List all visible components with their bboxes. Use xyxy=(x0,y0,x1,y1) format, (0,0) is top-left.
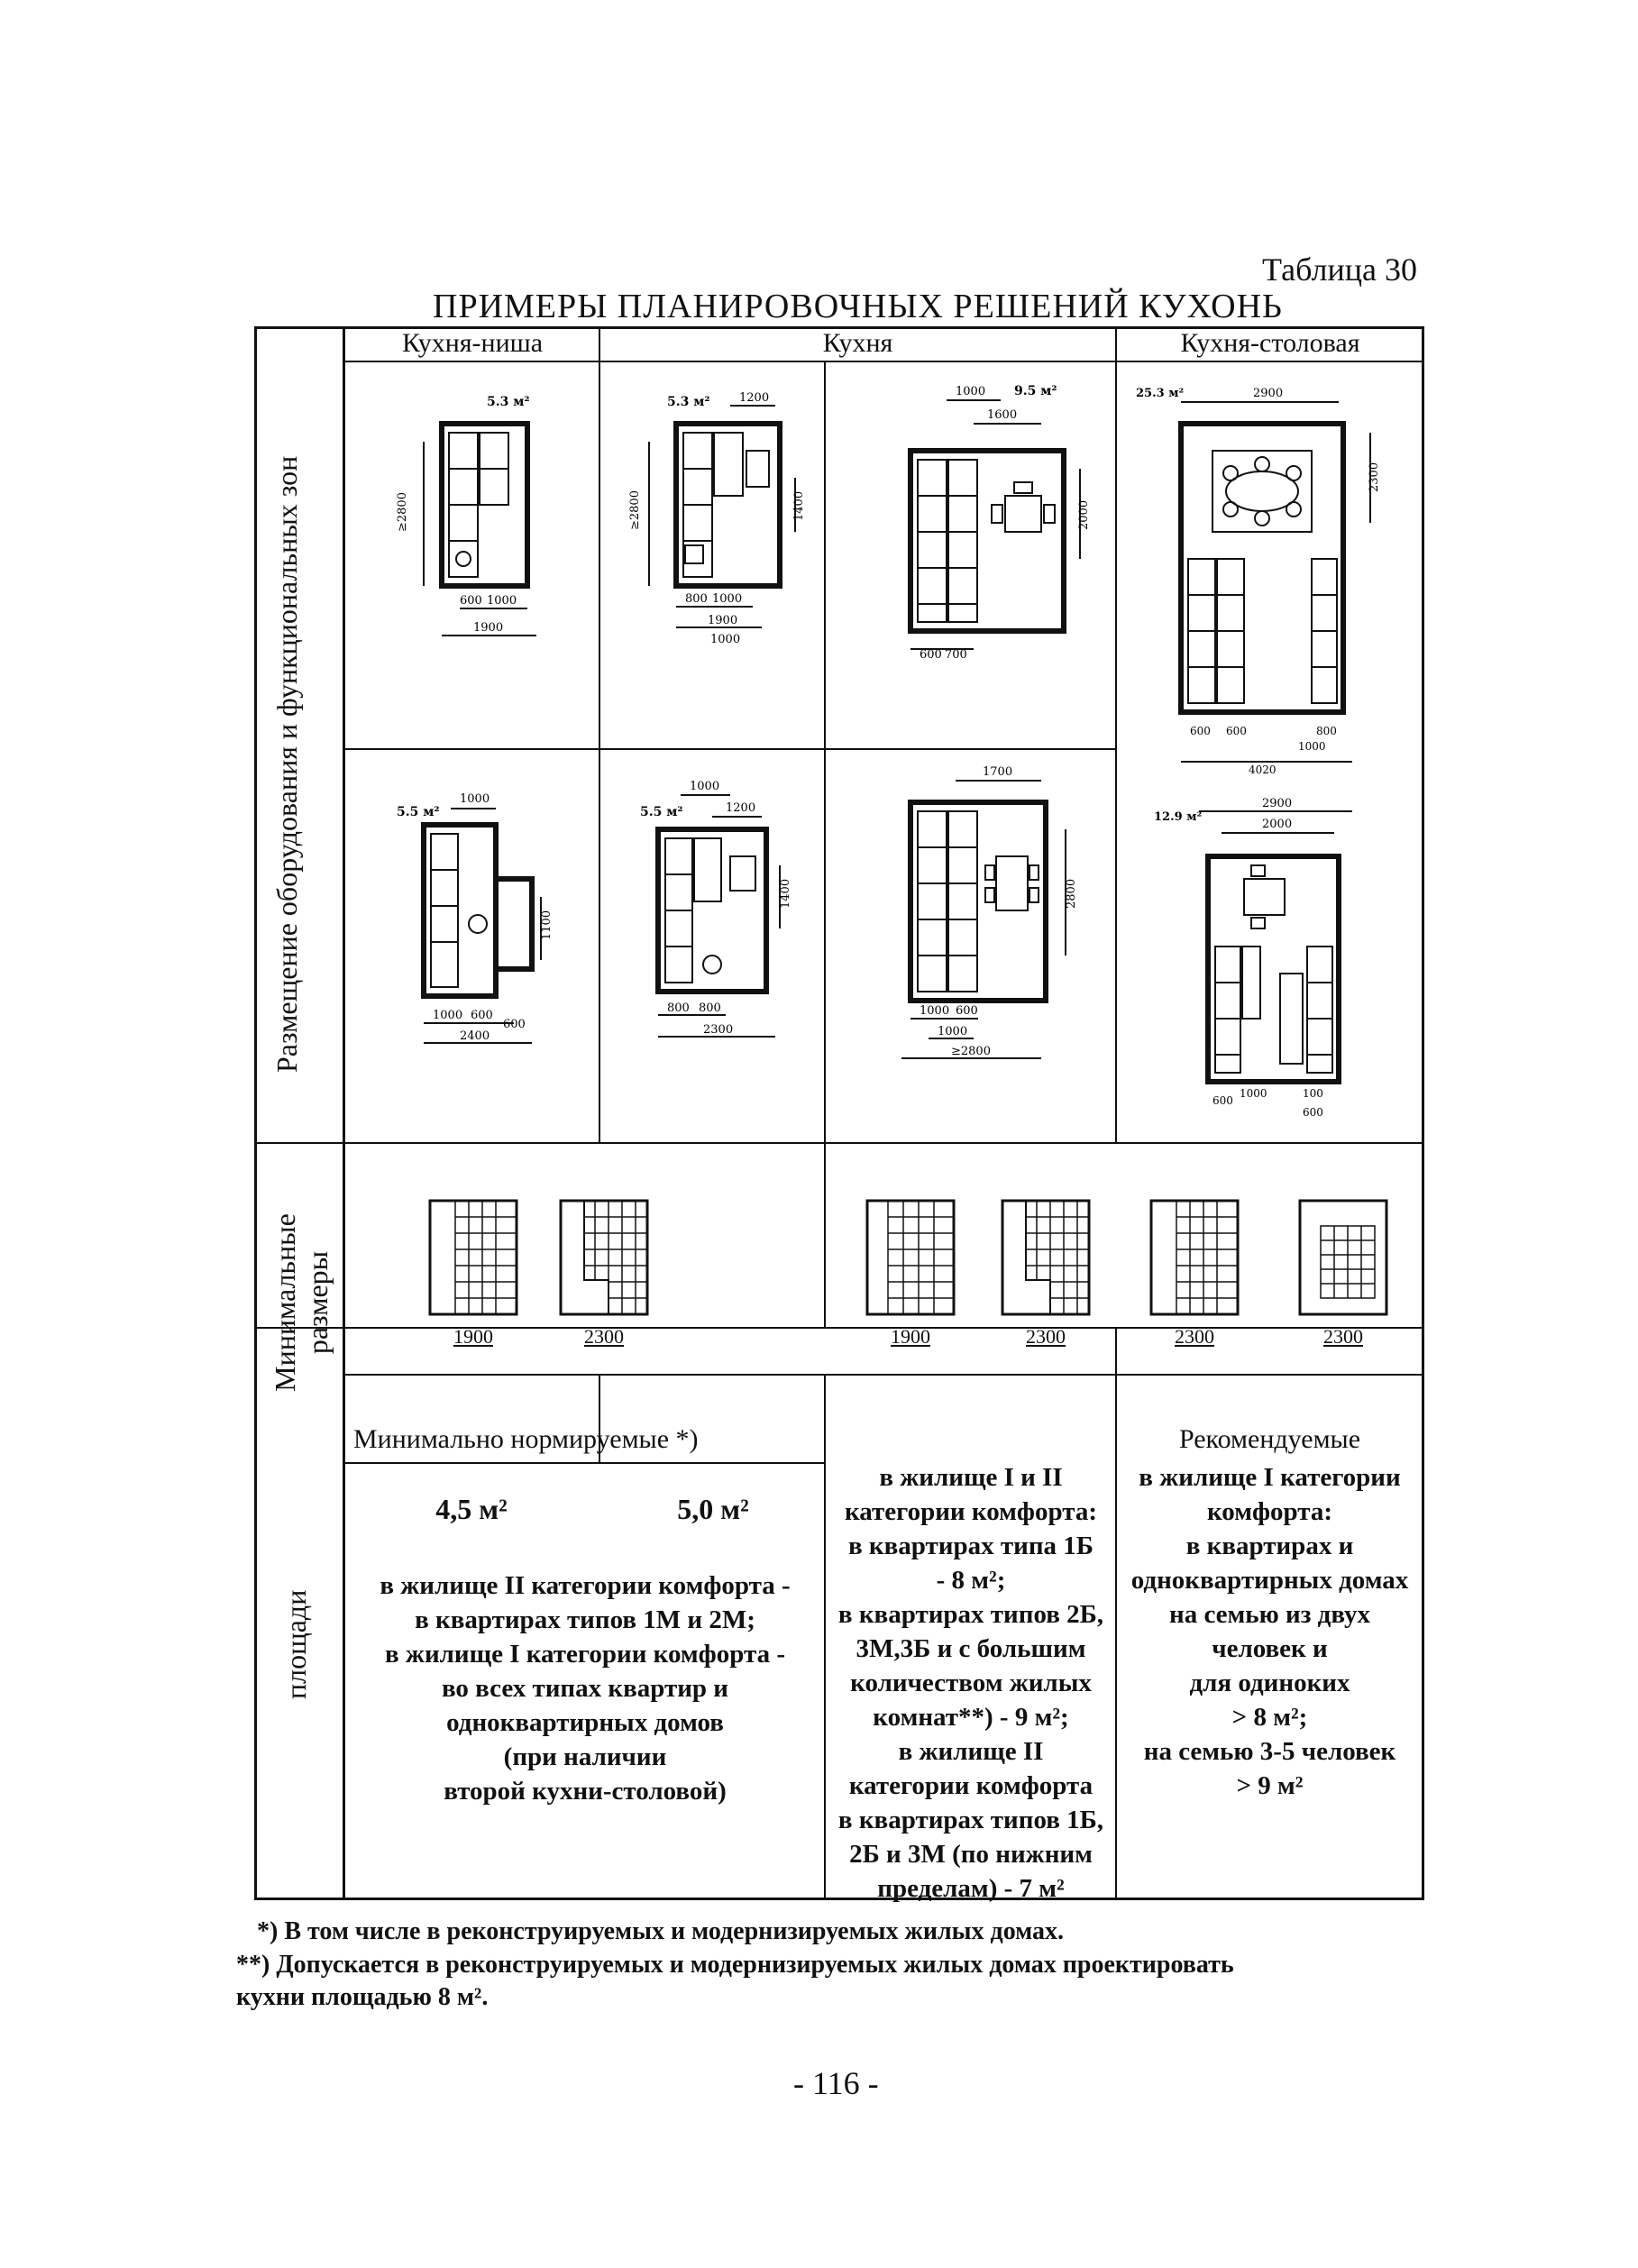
svg-text:800: 800 xyxy=(1316,725,1337,737)
svg-text:800: 800 xyxy=(685,592,708,606)
svg-text:1000: 1000 xyxy=(710,633,740,646)
svg-text:1000: 1000 xyxy=(690,780,719,793)
row-label-min-sizes: Минимальные размеры xyxy=(269,1213,334,1392)
dining-kitchen-plan-1: 25.3 м² 2900 2300 600 600 800 1000 4020 xyxy=(1127,379,1424,775)
svg-text:600: 600 xyxy=(1190,725,1211,737)
kitchen-plan-2: 1000 9.5 м² 1600 2000 600 700 xyxy=(847,379,1118,667)
footnote-1: *) В том числе в реконструируемых и моде… xyxy=(257,1917,1065,1945)
svg-text:1600: 1600 xyxy=(987,408,1017,422)
svg-text:5.5 м²: 5.5 м² xyxy=(640,805,683,819)
svg-text:1400: 1400 xyxy=(779,879,792,909)
min-size-label-3: 1900 xyxy=(891,1325,930,1348)
svg-text:800: 800 xyxy=(699,1001,721,1015)
svg-text:600: 600 xyxy=(1303,1106,1323,1119)
svg-text:1000: 1000 xyxy=(1298,740,1326,753)
svg-text:1400: 1400 xyxy=(792,491,802,521)
svg-text:2900: 2900 xyxy=(1262,797,1292,810)
svg-text:4020: 4020 xyxy=(1249,764,1277,775)
min-size-plan-3 xyxy=(865,1199,956,1321)
svg-text:600: 600 xyxy=(471,1009,493,1022)
dining-kitchen-plan-2: 12.9 м² 2900 2000 600 1000 100 600 xyxy=(1145,793,1415,1136)
table-number: Таблица 30 xyxy=(1262,251,1417,288)
footnote-3: кухни площадью 8 м². xyxy=(236,1983,489,2011)
column-header-niche: Кухня-ниша xyxy=(401,328,544,358)
svg-text:≥2800: ≥2800 xyxy=(396,492,409,532)
svg-text:5.5 м²: 5.5 м² xyxy=(397,805,440,819)
min-size-label-1: 1900 xyxy=(453,1325,493,1348)
min-size-plan-4 xyxy=(1001,1199,1091,1321)
svg-text:2400: 2400 xyxy=(460,1029,490,1043)
area-text-left: в жилище II категории комфорта - в кварт… xyxy=(380,1571,791,1806)
kitchen-niche-plan-2: 5.5 м² 1000 1100 1000 600 600 2400 xyxy=(361,789,568,1050)
svg-text:600: 600 xyxy=(1226,725,1247,737)
svg-text:1000: 1000 xyxy=(920,1004,949,1018)
kitchen-plan-1: 5.3 м² 1200 ≥2800 1400 800 1000 1900 100… xyxy=(595,388,802,649)
min-size-label-6: 2300 xyxy=(1323,1325,1363,1348)
column-header-kitchen: Кухня xyxy=(822,328,893,358)
svg-text:1700: 1700 xyxy=(983,765,1012,779)
area-text-right: в жилище I категории комфорта: в квартир… xyxy=(1130,1463,1409,1800)
kitchen-plan-3: 1000 5.5 м² 1200 1400 800 800 2300 xyxy=(595,775,802,1046)
kitchen-niche-plan-1: 5.3 м² ≥2800 600 1000 1900 xyxy=(370,388,568,649)
min-size-plan-2 xyxy=(559,1199,649,1321)
svg-text:5.3 м²: 5.3 м² xyxy=(487,395,530,409)
min-size-plan-1 xyxy=(428,1199,518,1321)
svg-text:800: 800 xyxy=(667,1001,690,1015)
svg-text:1000: 1000 xyxy=(938,1025,967,1038)
area-text-middle: в жилище I и II категории комфорта: в кв… xyxy=(837,1463,1104,1903)
svg-text:12.9 м²: 12.9 м² xyxy=(1154,810,1202,824)
kitchen-plan-4: 1700 2800 1000 600 1000 ≥2800 xyxy=(838,757,1109,1064)
page-number: - 116 - xyxy=(793,2065,879,2101)
svg-text:9.5 м²: 9.5 м² xyxy=(1014,384,1057,398)
row-label-areas: площади xyxy=(279,1589,312,1699)
svg-text:1000: 1000 xyxy=(487,594,517,608)
svg-text:2800: 2800 xyxy=(1065,879,1078,909)
svg-text:1000: 1000 xyxy=(433,1009,462,1022)
svg-text:2900: 2900 xyxy=(1253,387,1283,400)
svg-text:≥2800: ≥2800 xyxy=(951,1045,991,1058)
svg-text:700: 700 xyxy=(945,648,967,662)
svg-text:1000: 1000 xyxy=(460,792,490,806)
svg-text:1000: 1000 xyxy=(1240,1087,1267,1100)
min-size-label-4: 2300 xyxy=(1026,1325,1066,1348)
svg-text:600: 600 xyxy=(920,648,942,662)
svg-text:1000: 1000 xyxy=(712,592,742,606)
svg-text:600: 600 xyxy=(460,594,482,608)
svg-text:1900: 1900 xyxy=(473,621,503,635)
svg-text:600: 600 xyxy=(503,1018,526,1031)
column-header-dining: Кухня-столовая xyxy=(1180,328,1360,358)
row-label-placement: Размещение оборудования и функциональных… xyxy=(270,455,303,1073)
min-size-label-2: 2300 xyxy=(584,1325,624,1348)
svg-text:2000: 2000 xyxy=(1077,500,1091,530)
area-value-niche-alt: 5,0 м² xyxy=(677,1493,749,1525)
svg-text:600: 600 xyxy=(1212,1094,1233,1107)
svg-text:25.3 м²: 25.3 м² xyxy=(1136,387,1184,400)
min-size-label-5: 2300 xyxy=(1175,1325,1214,1348)
min-norm-label: Минимально нормируемые *) xyxy=(353,1424,699,1454)
svg-text:2300: 2300 xyxy=(703,1023,733,1037)
svg-text:1100: 1100 xyxy=(540,910,554,940)
min-size-plan-6 xyxy=(1298,1199,1388,1321)
recommended-label: Рекомендуемые xyxy=(1178,1424,1361,1454)
svg-text:1000: 1000 xyxy=(956,385,985,398)
footnote-2: **) Допускается в реконструируемых и мод… xyxy=(236,1951,1234,1979)
svg-text:5.3 м²: 5.3 м² xyxy=(667,395,710,409)
svg-text:2000: 2000 xyxy=(1262,818,1292,831)
svg-text:1200: 1200 xyxy=(726,801,755,815)
svg-text:≥2800: ≥2800 xyxy=(628,490,642,530)
svg-text:2300: 2300 xyxy=(1368,462,1381,492)
area-value-niche: 4,5 м² xyxy=(435,1493,508,1525)
min-size-plan-5 xyxy=(1149,1199,1240,1321)
table-title: ПРИМЕРЫ ПЛАНИРОВОЧНЫХ РЕШЕНИЙ КУХОНЬ xyxy=(433,288,1283,325)
kitchen-table xyxy=(254,326,1424,1900)
svg-text:1200: 1200 xyxy=(739,391,769,405)
svg-text:100: 100 xyxy=(1303,1087,1323,1100)
svg-text:600: 600 xyxy=(956,1004,978,1018)
svg-text:1900: 1900 xyxy=(708,614,737,627)
